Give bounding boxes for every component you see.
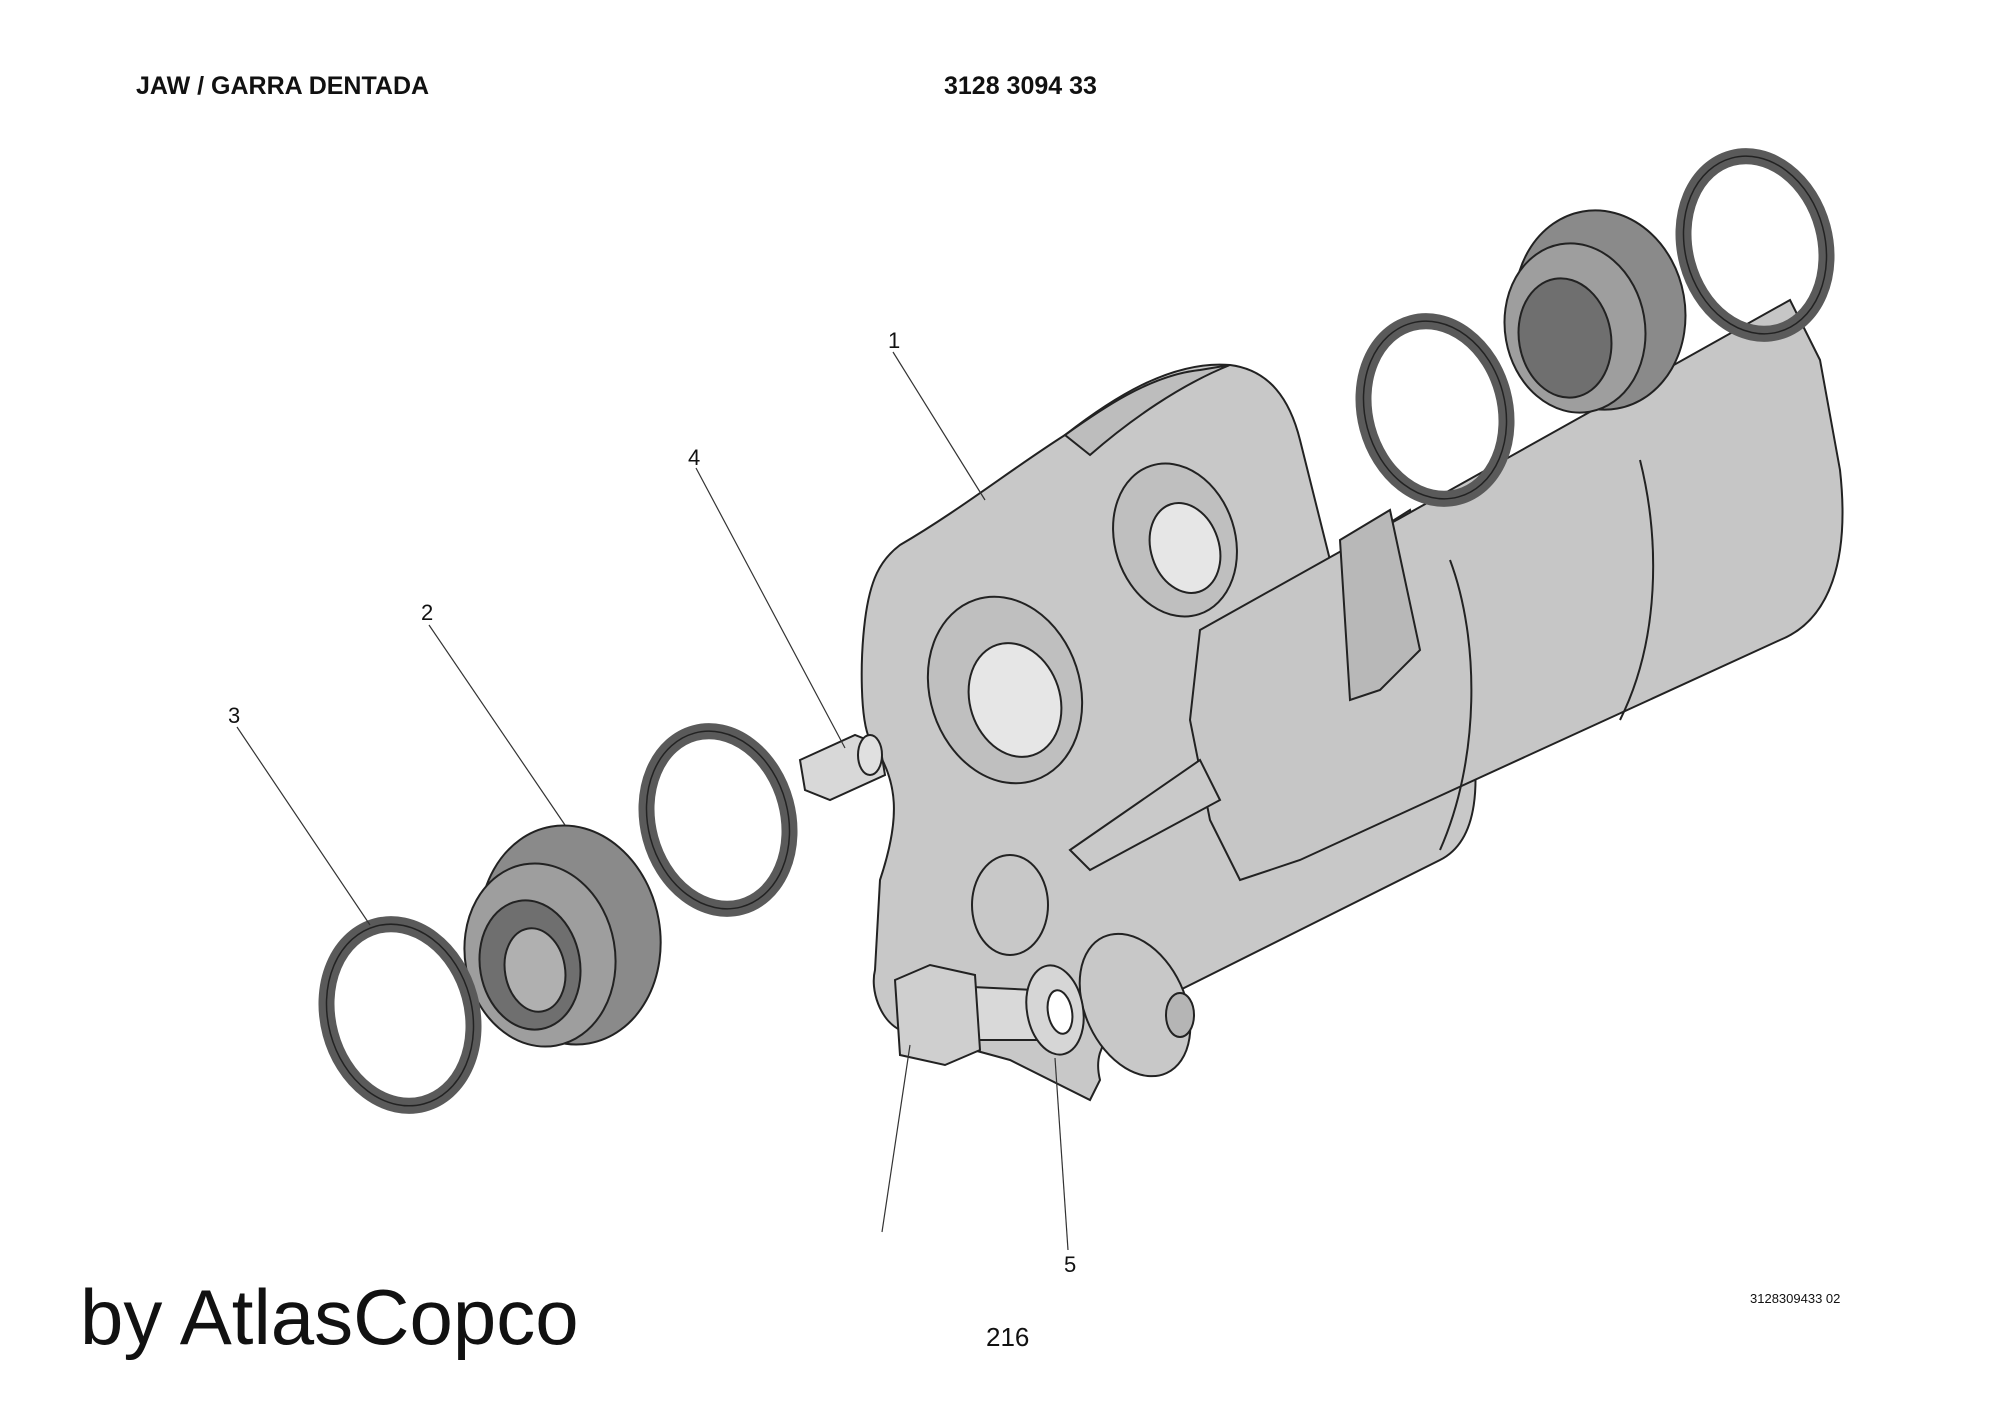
- pin-part-5: [893, 963, 1085, 1067]
- jaw-body: [860, 298, 1844, 1102]
- callout-4: 4: [688, 445, 701, 470]
- callout-3: 3: [228, 703, 241, 728]
- circlip-left-inner: [638, 723, 798, 917]
- leader-lines: [236, 351, 1069, 1251]
- page-number: 216: [986, 1322, 1030, 1352]
- callout-2: 2: [421, 600, 434, 625]
- grease-nipple-part-4: [798, 733, 887, 802]
- figure-reference: 3128309433 02: [1750, 1291, 1841, 1306]
- callout-1: 1: [888, 328, 901, 353]
- circlip-part-3: [318, 916, 482, 1114]
- circlip-right-inner: [1355, 313, 1515, 507]
- bushing-part-2: [463, 824, 662, 1048]
- brand-watermark: by AtlasCopco: [80, 1273, 579, 1361]
- bushing-right: [1503, 209, 1687, 414]
- circlip-right-outer: [1675, 148, 1835, 342]
- part-number: 3128 3094 33: [944, 72, 1097, 100]
- callout-5: 5: [1064, 1252, 1077, 1277]
- drawing-title: JAW / GARRA DENTADA: [136, 72, 430, 100]
